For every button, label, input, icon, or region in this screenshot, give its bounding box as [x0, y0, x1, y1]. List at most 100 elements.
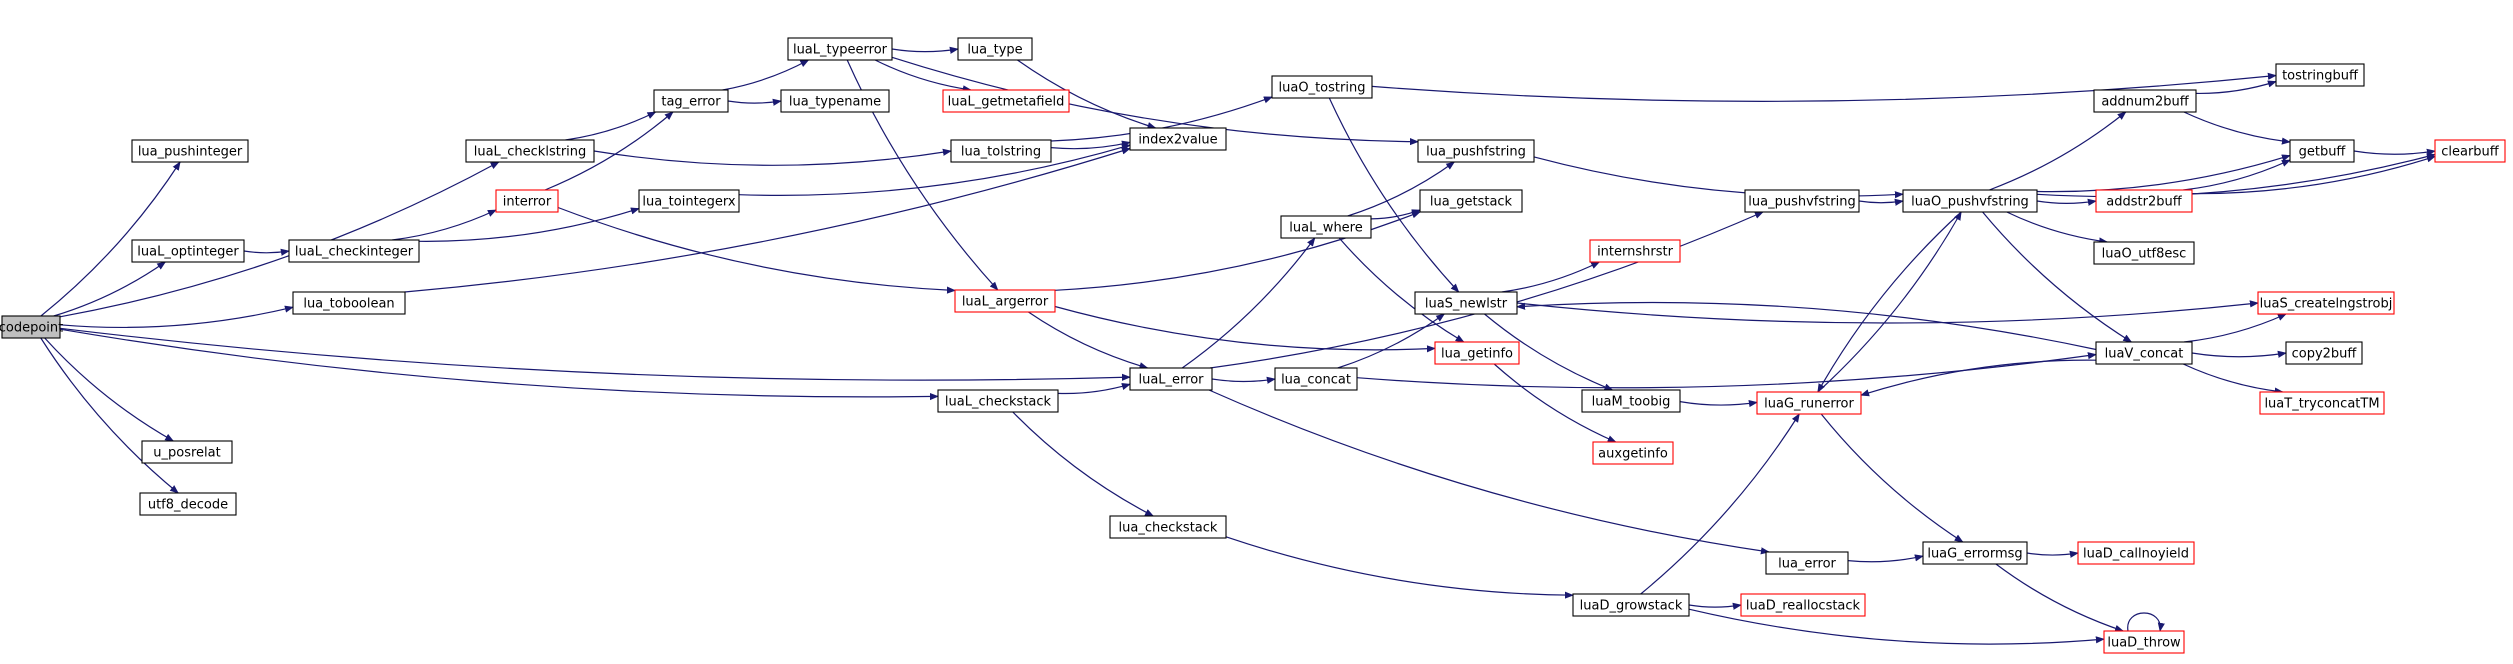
node-lual-typeerror[interactable]: luaL_typeerror	[787, 37, 893, 61]
node-lua-getstack[interactable]: lua_getstack	[1419, 189, 1523, 213]
node-label: lua_pushinteger	[138, 145, 243, 160]
node-copy2buff[interactable]: copy2buff	[2285, 341, 2363, 365]
edge-lual-argerror-to-lua-getinfo	[1054, 305, 1436, 353]
node-box	[1434, 341, 1520, 365]
node-interror[interactable]: interror	[495, 189, 559, 213]
node-tostringbuff[interactable]: tostringbuff	[2275, 63, 2365, 87]
edge-lua-concat-to-luas-newlstr	[1337, 313, 1446, 369]
node-luad-reallocstack[interactable]: luaD_reallocstack	[1740, 593, 1866, 617]
node-lua-tolstring[interactable]: lua_tolstring	[950, 139, 1052, 163]
node-box	[2285, 341, 2363, 365]
node-luao-utf8esc[interactable]: luaO_utf8esc	[2093, 241, 2195, 265]
edge-luav-concat-to-luat-tryconcattm	[2182, 363, 2284, 395]
edge-addstr2buff-to-getbuff	[2183, 159, 2291, 191]
edge-luao-tostring-to-tostringbuff	[1371, 72, 2277, 102]
edge-luas-newlstr-to-luam-toobig	[1484, 313, 1614, 391]
node-luas-newlstr[interactable]: luaS_newlstr	[1414, 291, 1518, 315]
node-getbuff[interactable]: getbuff	[2289, 139, 2355, 163]
edge-addnum2buff-to-tostringbuff	[2195, 80, 2277, 95]
edge-luad-growstack-to-luad-reallocstack	[1688, 602, 1742, 610]
node-lua-pushinteger[interactable]: lua_pushinteger	[131, 139, 249, 163]
node-label: index2value	[1138, 133, 1217, 148]
node-box	[1744, 189, 1860, 213]
edge-tag-error-to-lua-typename	[727, 98, 782, 106]
node-box	[942, 89, 1070, 113]
node-luad-callnoyield[interactable]: luaD_callnoyield	[2077, 541, 2195, 565]
node-lual-checklstring[interactable]: luaL_checklstring	[465, 139, 595, 163]
node-auxgetinfo[interactable]: auxgetinfo	[1592, 441, 1674, 465]
node-lua-pushfstring[interactable]: lua_pushfstring	[1417, 139, 1535, 163]
node-label: luaL_getmetafield	[948, 95, 1065, 110]
node-label: luaG_runerror	[1764, 397, 1854, 412]
edge-lua-checkstack-to-luad-growstack	[1225, 536, 1574, 599]
edge-luao-pushvfstring-to-luag-runerror	[1817, 211, 1962, 393]
node-label: lua_getstack	[1430, 195, 1513, 210]
node-lual-where[interactable]: luaL_where	[1280, 215, 1372, 239]
edge-luas-newlstr-to-luas-createlngstrobj	[1516, 300, 2259, 324]
node-box	[495, 189, 559, 213]
node-addnum2buff[interactable]: addnum2buff	[2093, 89, 2197, 113]
node-lua-tointegerx[interactable]: lua_tointegerx	[638, 189, 740, 213]
node-label: luaG_errormsg	[1927, 547, 2022, 562]
node-label: lua_concat	[1281, 373, 1351, 388]
node-luav-concat[interactable]: luaV_concat	[2095, 341, 2193, 365]
node-lual-argerror[interactable]: luaL_argerror	[954, 289, 1056, 313]
node-label: internshrstr	[1597, 245, 1674, 260]
node-label: luaV_concat	[2105, 347, 2184, 362]
node-lual-getmetafield[interactable]: luaL_getmetafield	[942, 89, 1070, 113]
node-codepoint[interactable]: codepoint	[0, 315, 63, 339]
edge-lual-checklstring-to-lua-tolstring	[593, 148, 952, 166]
node-label: luaL_error	[1138, 373, 1204, 388]
node-label: auxgetinfo	[1598, 447, 1668, 462]
node-luag-errormsg[interactable]: luaG_errormsg	[1922, 541, 2028, 565]
node-clearbuff[interactable]: clearbuff	[2434, 139, 2506, 163]
node-box	[1417, 139, 1535, 163]
node-luao-pushvfstring[interactable]: luaO_pushvfstring	[1902, 189, 2038, 213]
node-lua-getinfo[interactable]: lua_getinfo	[1434, 341, 1520, 365]
node-tag-error[interactable]: tag_error	[653, 89, 729, 113]
node-luad-growstack[interactable]: luaD_growstack	[1572, 593, 1690, 617]
node-luam-toobig[interactable]: luaM_toobig	[1581, 389, 1681, 413]
node-label: addstr2buff	[2106, 195, 2182, 210]
node-lua-checkstack[interactable]: lua_checkstack	[1109, 515, 1227, 539]
node-luag-runerror[interactable]: luaG_runerror	[1756, 391, 1862, 415]
node-utf8-decode[interactable]: utf8_decode	[139, 492, 237, 516]
edge-luav-concat-to-copy2buff	[2191, 350, 2287, 358]
node-lua-typename[interactable]: lua_typename	[780, 89, 890, 113]
edge-lual-checkstack-to-lual-error	[1057, 383, 1131, 395]
node-lua-toboolean[interactable]: lua_toboolean	[292, 291, 406, 315]
node-lual-optinteger[interactable]: luaL_optinteger	[131, 239, 245, 263]
node-luas-createlngstrobj[interactable]: luaS_createlngstrobj	[2257, 291, 2395, 315]
edge-luav-concat-to-luas-newlstr	[1516, 301, 2097, 351]
node-luad-throw[interactable]: luaD_throw	[2103, 630, 2185, 654]
node-box	[141, 440, 233, 464]
node-lual-checkstack[interactable]: luaL_checkstack	[937, 389, 1059, 413]
node-box	[2275, 63, 2365, 87]
node-label: luaL_checkinteger	[295, 245, 414, 260]
node-addstr2buff[interactable]: addstr2buff	[2095, 189, 2193, 213]
node-lual-error[interactable]: luaL_error	[1129, 367, 1213, 391]
edge-addnum2buff-to-getbuff	[2183, 111, 2291, 145]
node-index2value[interactable]: index2value	[1129, 127, 1227, 151]
edge-codepoint-to-lual-error	[59, 327, 1131, 381]
node-internshrstr[interactable]: internshrstr	[1589, 239, 1681, 263]
node-lua-concat[interactable]: lua_concat	[1274, 367, 1358, 391]
node-luao-tostring[interactable]: luaO_tostring	[1271, 75, 1373, 99]
edge-lua-error-to-luag-errormsg	[1847, 554, 1924, 563]
node-label: luaD_callnoyield	[2083, 547, 2189, 562]
node-box	[2093, 89, 2197, 113]
node-label: luaL_checklstring	[474, 145, 587, 160]
node-lua-pushvfstring[interactable]: lua_pushvfstring	[1744, 189, 1860, 213]
node-lua-type[interactable]: lua_type	[957, 37, 1033, 61]
node-lual-checkinteger[interactable]: luaL_checkinteger	[288, 239, 420, 263]
node-luat-tryconcattm[interactable]: luaT_tryconcatTM	[2259, 391, 2385, 415]
node-lua-error[interactable]: lua_error	[1765, 551, 1849, 575]
node-box	[2095, 341, 2193, 365]
edge-lual-checkinteger-to-interror	[392, 209, 497, 241]
edge-lual-typeerror-to-lua-type	[891, 46, 959, 54]
node-label: luaO_tostring	[1279, 81, 1366, 96]
node-box	[950, 139, 1052, 163]
node-u-posrelat[interactable]: u_posrelat	[141, 440, 233, 464]
edge-lua-tointegerx-to-index2value	[738, 143, 1131, 196]
function-nodes: codepoint lua_pushinteger luaL_optintegeru…	[0, 37, 2506, 654]
